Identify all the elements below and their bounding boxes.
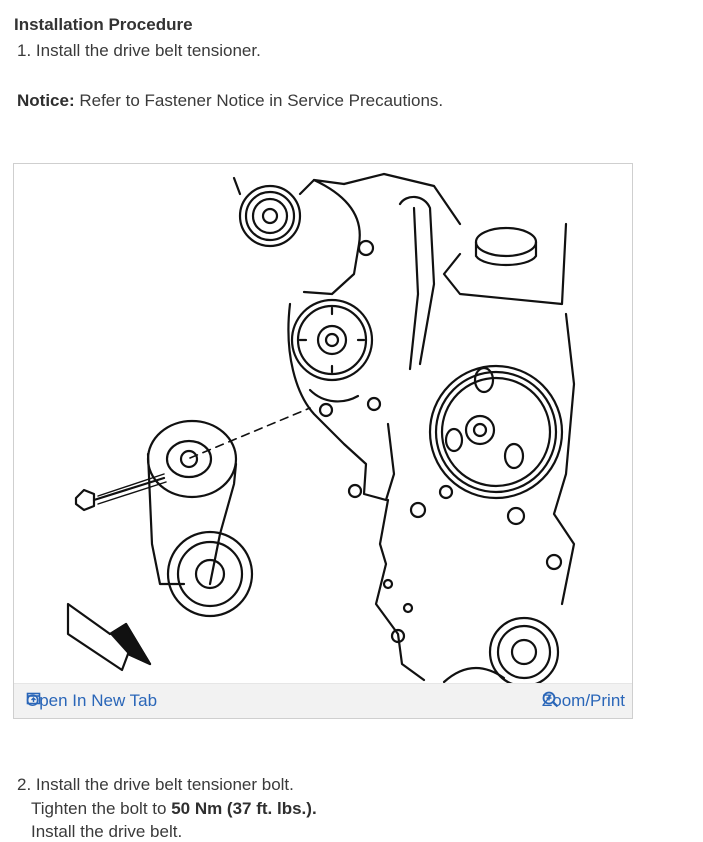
open-in-new-tab-icon bbox=[26, 692, 41, 705]
notice-text: Refer to Fastener Notice in Service Prec… bbox=[74, 91, 444, 110]
illustration-panel: Open In New Tab Zoom/Print bbox=[13, 163, 633, 719]
zoom-print-link[interactable]: Zoom/Print bbox=[542, 691, 625, 711]
notice-label: Notice: bbox=[17, 91, 75, 110]
figure-toolbar: Open In New Tab Zoom/Print bbox=[14, 683, 632, 718]
step-3-partial-text: Install the drive belt. bbox=[31, 822, 183, 841]
torque-value: 50 Nm (37 ft. lbs.). bbox=[171, 799, 317, 818]
open-in-new-tab-link[interactable]: Open In New Tab bbox=[26, 691, 157, 711]
section-heading: Installation Procedure bbox=[14, 15, 193, 34]
engine-line-drawing bbox=[66, 172, 576, 684]
step-1-text: 1. Install the drive belt tensioner. bbox=[17, 41, 261, 60]
torque-prefix: Tighten the bolt to bbox=[31, 799, 172, 818]
step-2-text: 2. Install the drive belt tensioner bolt… bbox=[17, 775, 294, 794]
notice-paragraph: Notice: Refer to Fastener Notice in Serv… bbox=[17, 91, 443, 111]
open-in-new-tab-label: Open In New Tab bbox=[26, 691, 158, 710]
magnifier-plus-icon bbox=[542, 691, 559, 708]
zoom-print-label: Zoom/Print bbox=[541, 691, 625, 710]
torque-instruction: Tighten the bolt to 50 Nm (37 ft. lbs.). bbox=[31, 799, 317, 819]
